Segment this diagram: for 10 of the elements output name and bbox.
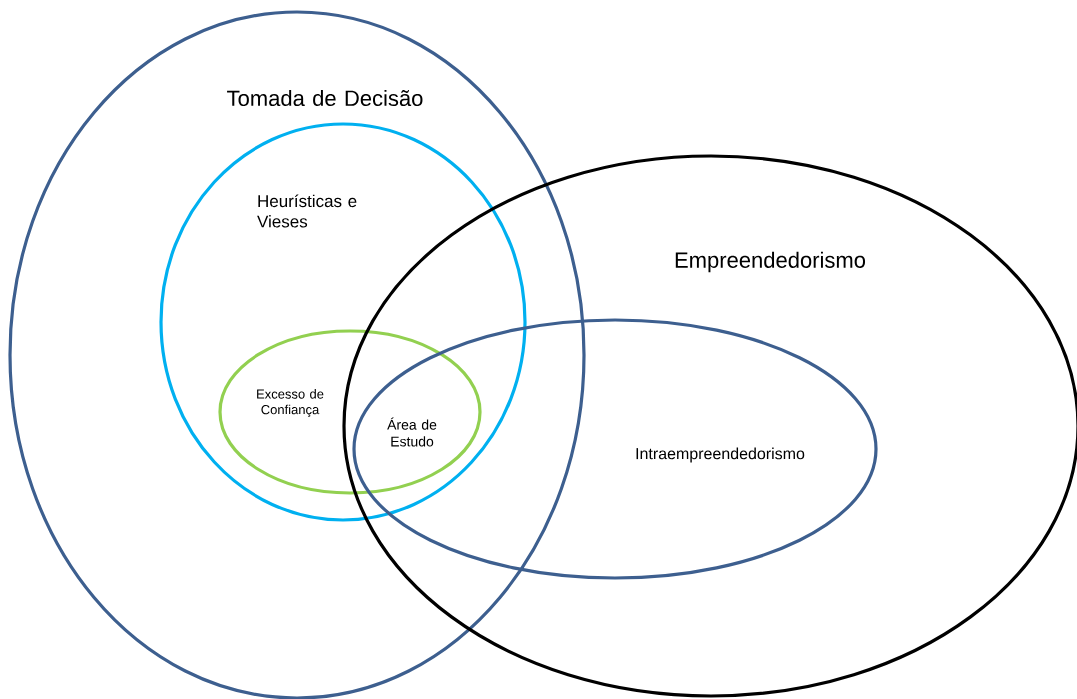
ellipse	[8, 10, 586, 699]
ellipse-label: Heurísticas e Vieses	[257, 194, 357, 228]
ellipse	[159, 122, 527, 522]
ellipse-label: Empreendedorismo	[675, 251, 866, 273]
ellipse-label: Intraempreendedorismo	[636, 447, 805, 463]
ellipse	[352, 318, 878, 580]
ellipse-label: Tomada de Decisão	[227, 89, 423, 107]
ellipse	[218, 329, 482, 495]
area-label: Área de Estudo	[387, 417, 437, 447]
ellipse-label: Excesso de Confiança	[257, 389, 324, 417]
